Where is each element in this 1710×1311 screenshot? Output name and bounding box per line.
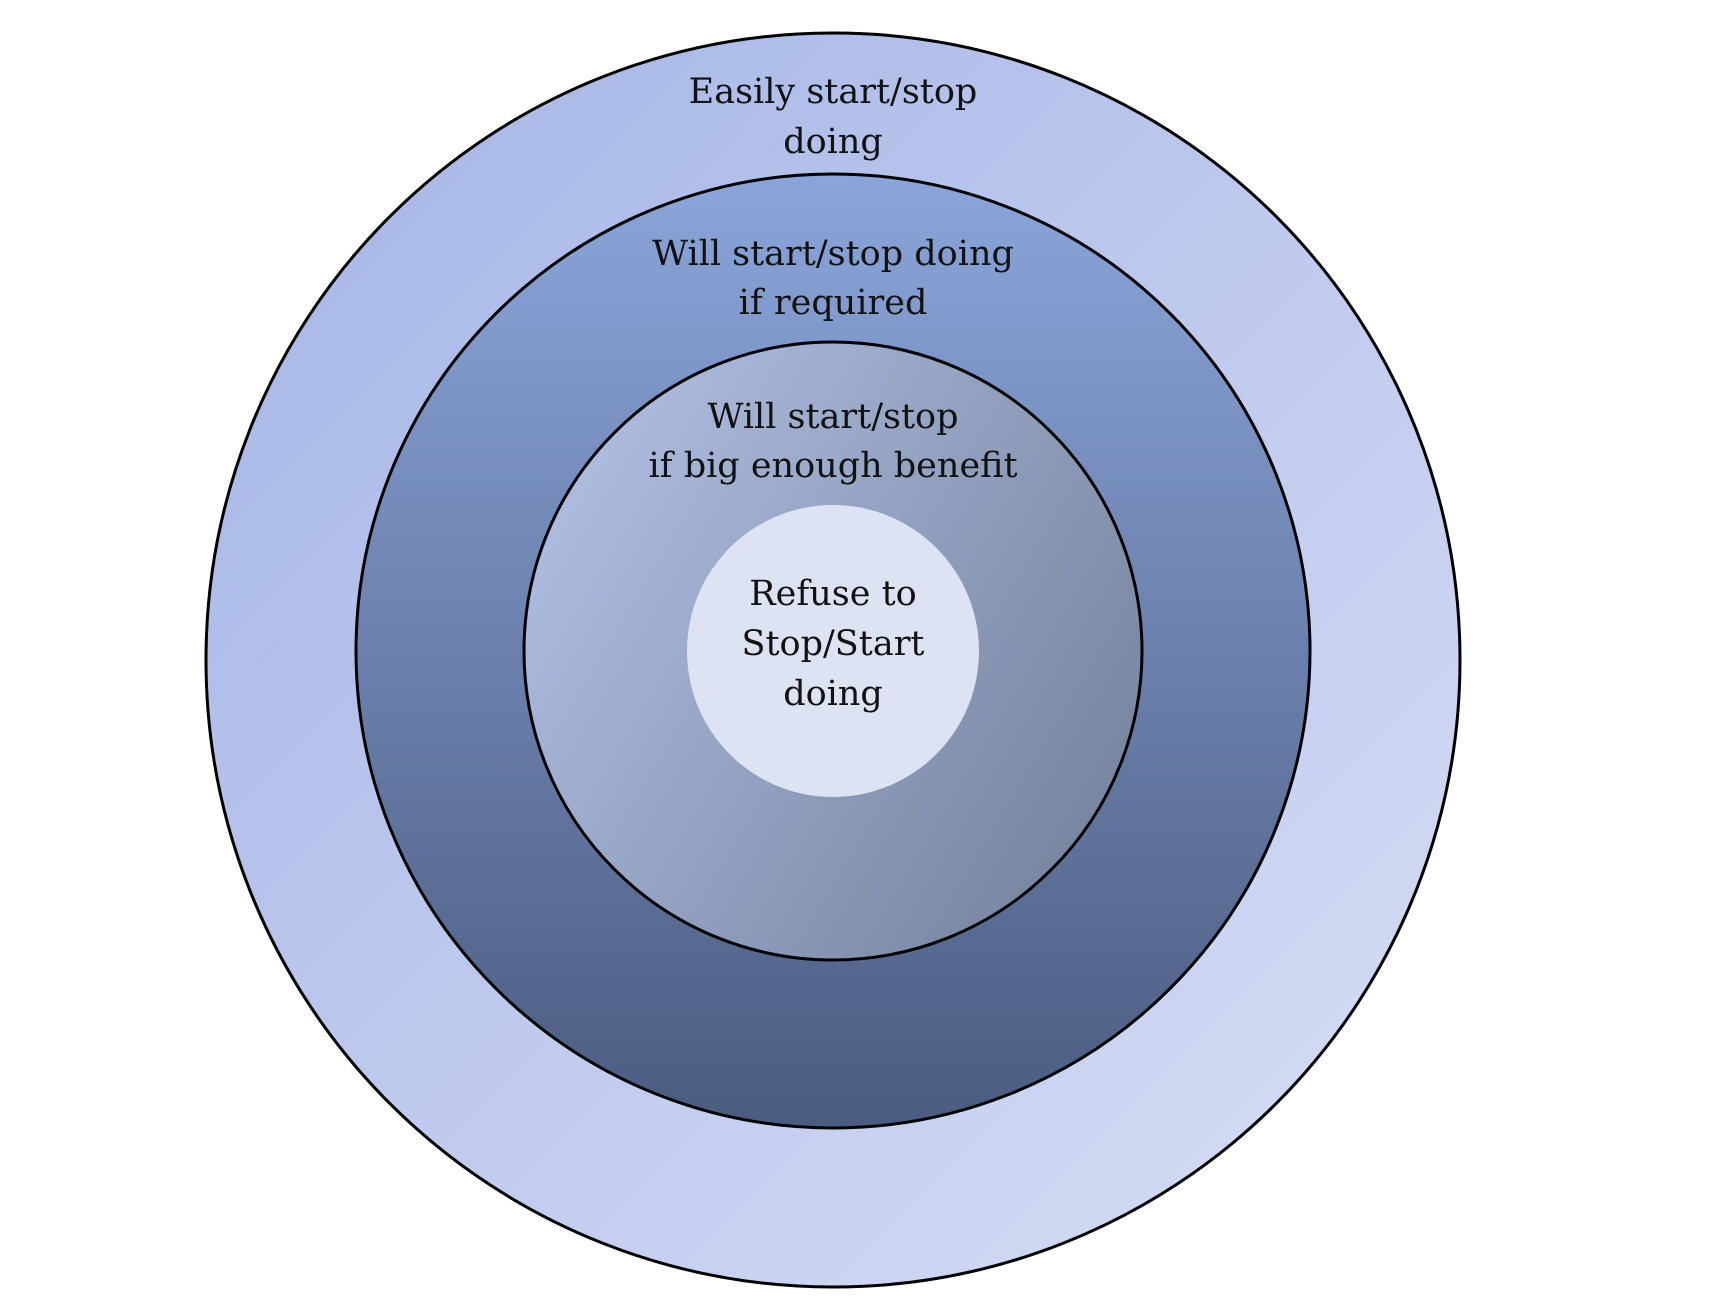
outer-ring-label-line-1: Easily start/stop — [689, 72, 978, 112]
second-ring-label-line-2: if required — [739, 283, 928, 323]
second-ring-label-line-1: Will start/stop doing — [652, 234, 1014, 274]
third-ring-label-line-2: if big enough benefit — [648, 446, 1017, 486]
core-label-line-2: Stop/Start — [741, 624, 924, 664]
core-label-line-1: Refuse to — [749, 574, 917, 614]
core-label-line-3: doing — [783, 674, 883, 714]
third-ring-label-line-1: Will start/stop — [707, 397, 958, 437]
core-circle — [687, 505, 979, 797]
outer-ring-label-line-2: doing — [783, 122, 883, 162]
